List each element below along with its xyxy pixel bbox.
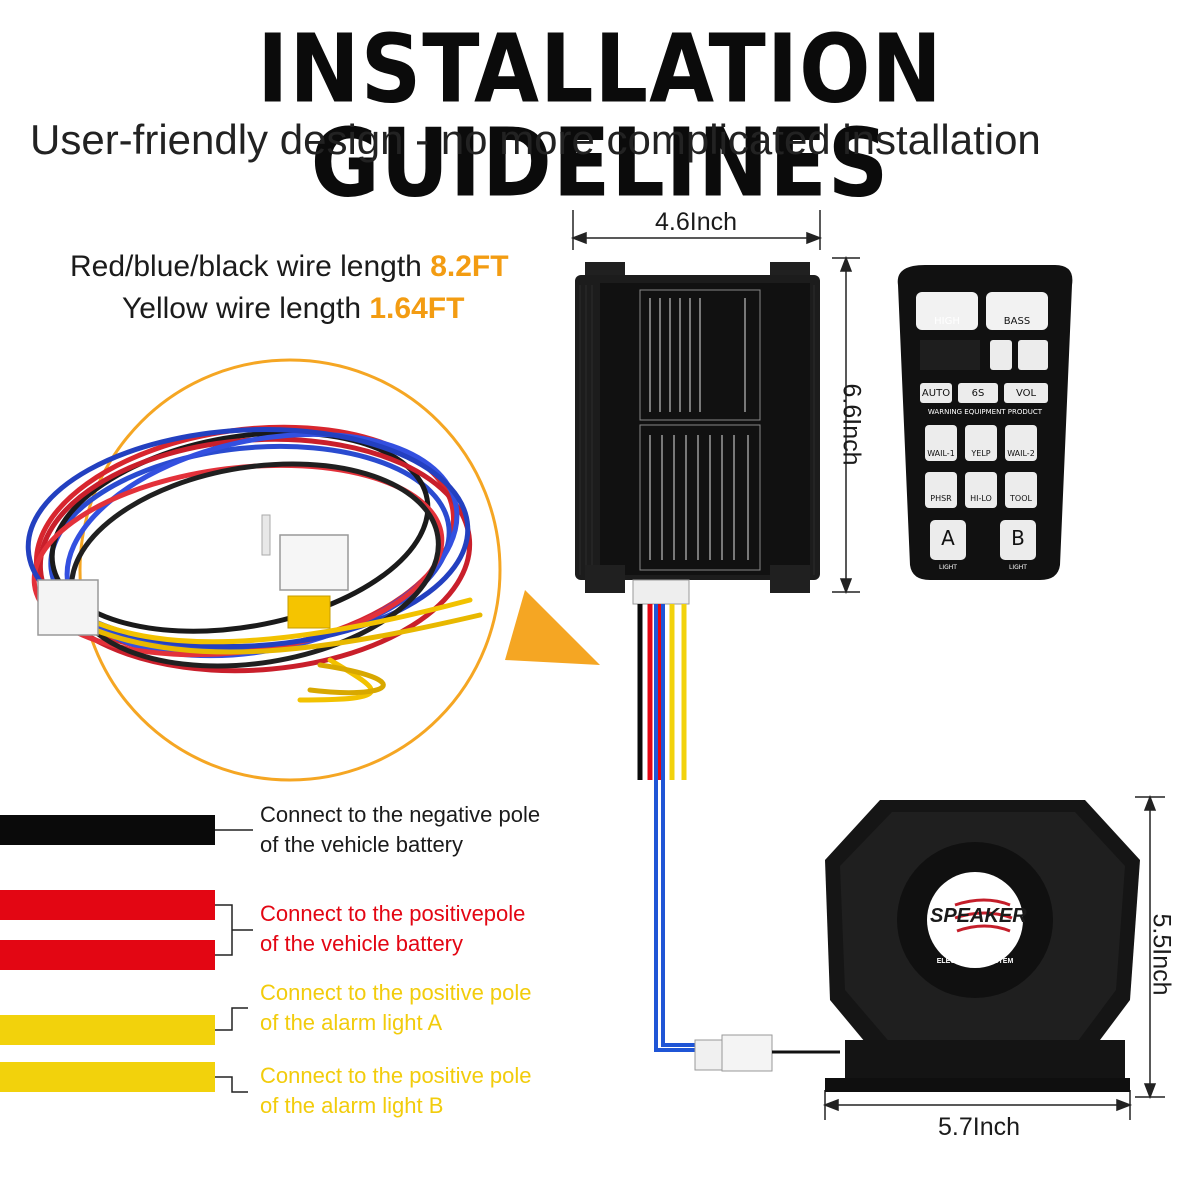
box-height-dimension (832, 255, 860, 595)
wire-harness-illustration (25, 358, 600, 782)
remote-button-yelp: YELP (971, 449, 991, 458)
wire-length-line-2: Yellow wire length 1.64FT (122, 292, 464, 326)
legend-yellow-a-line2: of the alarm light A (260, 1010, 443, 1035)
box-height-label: 6.6Inch (837, 383, 866, 466)
remote-band-text: WARNING EQUIPMENT PRODUCT (927, 408, 1043, 416)
legend-black-line1: Connect to the negative pole (260, 802, 541, 827)
wire-length-line-1: Red/blue/black wire length 8.2FT (70, 250, 509, 284)
remote-button-6s: 6S (971, 388, 985, 399)
speaker-width-label: 5.7Inch (938, 1113, 1021, 1141)
page-subtitle: User-friendly design - no more complicat… (30, 116, 1041, 163)
box-width-dimension (570, 210, 823, 250)
box-width-label: 4.6Inch (655, 208, 738, 236)
wire-length-value-1: 8.2FT (430, 250, 509, 283)
wire-length-label-2: Yellow wire length (122, 292, 370, 325)
legend-yellow-b-line2: of the alarm light B (260, 1093, 444, 1118)
legend-yellow-b-line1: Connect to the positive pole (260, 1063, 532, 1088)
speaker-logo: SPEAKER (930, 905, 1027, 927)
remote-button-bass: BASS (1003, 316, 1031, 327)
remote-button-high: HIGH (934, 316, 960, 327)
speaker-height-dimension (1135, 794, 1165, 1100)
speaker (825, 800, 1140, 1092)
legend-yellow-wire-b: Connect to the positive pole of the alar… (260, 1061, 532, 1121)
speaker-connector (694, 1034, 840, 1072)
legend-black-line2: of the vehicle battery (260, 832, 464, 857)
siren-control-box (575, 262, 820, 605)
remote-button-tool: TOOL (1010, 494, 1032, 503)
legend-red-line2: of the vehicle battery (260, 931, 464, 956)
speaker-height-label: 5.5Inch (1147, 913, 1176, 996)
speaker-logo-sub: ELECTRIC PA SYSTEM (936, 958, 1014, 965)
remote-button-wail-2: WAIL-2 (1007, 449, 1035, 458)
page-title: INSTALLATION GUIDELINES (257, 14, 943, 218)
box-output-wires (637, 604, 687, 780)
remote-control (897, 265, 1073, 580)
wire-length-value-2: 1.64FT (369, 292, 465, 325)
speaker-width-dimension (822, 1090, 1133, 1120)
legend-black-wire: Connect to the negative pole of the vehi… (260, 800, 540, 860)
speaker-wire-blue (654, 604, 705, 1052)
remote-button-hi-lo: HI-LO (970, 494, 992, 503)
wire-legend-bars (0, 815, 253, 1093)
remote-light-b-label: LIGHT (1009, 564, 1027, 571)
remote-button-b: B (1011, 526, 1025, 550)
legend-yellow-a-line1: Connect to the positive pole (260, 980, 532, 1005)
remote-button-auto: AUTO (921, 388, 951, 399)
legend-red-line1: Connect to the positivepole (260, 901, 526, 926)
remote-button-phsr: PHSR (930, 494, 952, 503)
remote-button-vol: VOL (1015, 388, 1037, 399)
remote-button-a: A (941, 526, 955, 550)
legend-red-wire: Connect to the positivepole of the vehic… (260, 899, 525, 959)
wire-length-label-1: Red/blue/black wire length (70, 250, 431, 283)
legend-yellow-wire-a: Connect to the positive pole of the alar… (260, 978, 532, 1038)
remote-button-wail-1: WAIL-1 (927, 449, 955, 458)
remote-light-a-label: LIGHT (939, 564, 957, 571)
